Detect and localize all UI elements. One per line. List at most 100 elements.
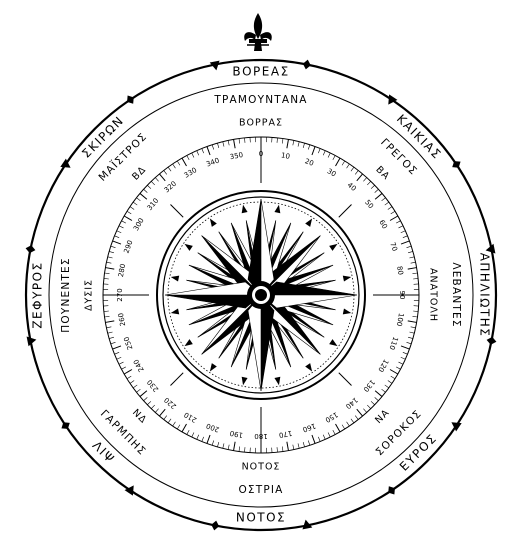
degree-tick bbox=[121, 367, 125, 369]
degree-tick bbox=[108, 257, 113, 258]
degree-tick bbox=[207, 435, 210, 443]
degree-tick bbox=[115, 236, 120, 238]
degree-tick bbox=[303, 442, 304, 447]
degree-tick bbox=[187, 155, 189, 159]
degree-label: 240 bbox=[132, 358, 146, 374]
degree-label: 50 bbox=[363, 198, 375, 210]
outer-ring-marker bbox=[124, 93, 136, 106]
degree-tick bbox=[136, 389, 140, 392]
degree-tick bbox=[342, 425, 345, 429]
degree-label: 320 bbox=[163, 180, 178, 195]
diamond-marker bbox=[450, 158, 463, 170]
degree-tick bbox=[127, 376, 131, 379]
degree-tick bbox=[328, 433, 330, 437]
degree-tick bbox=[187, 430, 189, 434]
degree-tick bbox=[355, 170, 358, 174]
degree-tick bbox=[408, 321, 417, 323]
degree-tick bbox=[282, 139, 283, 144]
degree-tick bbox=[192, 433, 194, 437]
degree-tick bbox=[375, 397, 379, 400]
degree-tick bbox=[133, 202, 137, 205]
degree-tick bbox=[323, 435, 325, 440]
degree-tick bbox=[113, 346, 121, 349]
degree-tick bbox=[113, 241, 121, 244]
degree-tick bbox=[312, 147, 315, 155]
degree-tick bbox=[217, 143, 218, 148]
degree-tick bbox=[388, 381, 392, 384]
degree-label: 250 bbox=[122, 336, 134, 351]
degree-tick bbox=[173, 422, 176, 426]
degree-tick bbox=[391, 376, 395, 379]
degree-tick bbox=[347, 164, 350, 168]
degree-tick bbox=[147, 401, 151, 404]
degree-tick bbox=[192, 153, 194, 157]
degree-label: 340 bbox=[205, 156, 220, 168]
degree-tick bbox=[357, 409, 363, 416]
degree-tick bbox=[409, 332, 414, 333]
middle-label-south: ΟΣΤΡΙΑ bbox=[238, 484, 283, 496]
degree-tick bbox=[177, 161, 180, 165]
degree-tick bbox=[207, 147, 210, 155]
degree-tick bbox=[336, 158, 341, 166]
degree-tick bbox=[375, 189, 379, 192]
octant-line bbox=[170, 373, 183, 386]
degree-tick bbox=[106, 327, 111, 328]
degree-tick bbox=[408, 251, 413, 252]
degree-tick bbox=[223, 443, 224, 448]
middle-label-west: ΠΟΥΝΕΝΤΕΣ bbox=[60, 257, 72, 332]
degree-tick bbox=[355, 416, 358, 420]
degree-tick bbox=[202, 437, 204, 442]
degree-tick bbox=[407, 246, 412, 248]
degree-tick bbox=[351, 167, 354, 171]
middle-label-east: ΛΕΒΑΝΤΕΣ bbox=[450, 262, 462, 327]
degree-tick bbox=[111, 246, 116, 248]
degree-tick bbox=[399, 226, 403, 228]
degree-tick bbox=[401, 231, 406, 233]
degree-tick bbox=[367, 181, 370, 185]
degree-tick bbox=[106, 262, 111, 263]
outer-label-southwest: ΛΙΨ bbox=[90, 438, 118, 466]
degree-tick bbox=[303, 143, 304, 148]
outer-ring-marker bbox=[302, 59, 312, 70]
degree-tick bbox=[403, 236, 408, 238]
degree-tick bbox=[408, 268, 417, 270]
degree-tick bbox=[117, 357, 122, 359]
diamond-marker bbox=[25, 244, 36, 254]
degree-tick bbox=[312, 435, 315, 443]
degree-label: 260 bbox=[117, 312, 127, 327]
degree-label: 30 bbox=[326, 167, 338, 178]
degree-tick bbox=[411, 262, 416, 263]
degree-tick bbox=[119, 226, 123, 228]
degree-tick bbox=[105, 268, 114, 270]
degree-label: 120 bbox=[376, 358, 390, 374]
degree-tick bbox=[144, 189, 148, 192]
degree-tick bbox=[413, 273, 418, 274]
inner-label-south: ΝΟΤΟΣ bbox=[242, 462, 281, 473]
degree-tick bbox=[197, 151, 199, 156]
degree-tick bbox=[401, 346, 409, 349]
degree-tick bbox=[173, 164, 176, 168]
diamond-marker bbox=[210, 520, 220, 531]
degree-tick bbox=[212, 441, 214, 446]
degree-tick bbox=[277, 447, 278, 452]
degree-label: 330 bbox=[183, 166, 199, 180]
degree-tick bbox=[293, 445, 294, 450]
degree-tick bbox=[391, 211, 395, 214]
degree-tick bbox=[108, 332, 113, 333]
degree-label: 310 bbox=[146, 197, 161, 212]
degree-tick bbox=[144, 397, 148, 400]
degree-tick bbox=[140, 193, 147, 199]
degree-label: 110 bbox=[387, 336, 399, 351]
degree-tick bbox=[151, 405, 154, 409]
diamond-marker bbox=[302, 59, 312, 70]
degree-tick bbox=[197, 435, 199, 440]
degree-tick bbox=[401, 357, 406, 359]
degree-tick bbox=[202, 149, 204, 154]
degree-tick bbox=[130, 207, 134, 210]
degree-tick bbox=[287, 139, 289, 148]
degree-label: 170 bbox=[278, 429, 293, 439]
degree-tick bbox=[105, 273, 110, 274]
degree-tick bbox=[371, 185, 375, 188]
degree-tick bbox=[121, 221, 125, 223]
